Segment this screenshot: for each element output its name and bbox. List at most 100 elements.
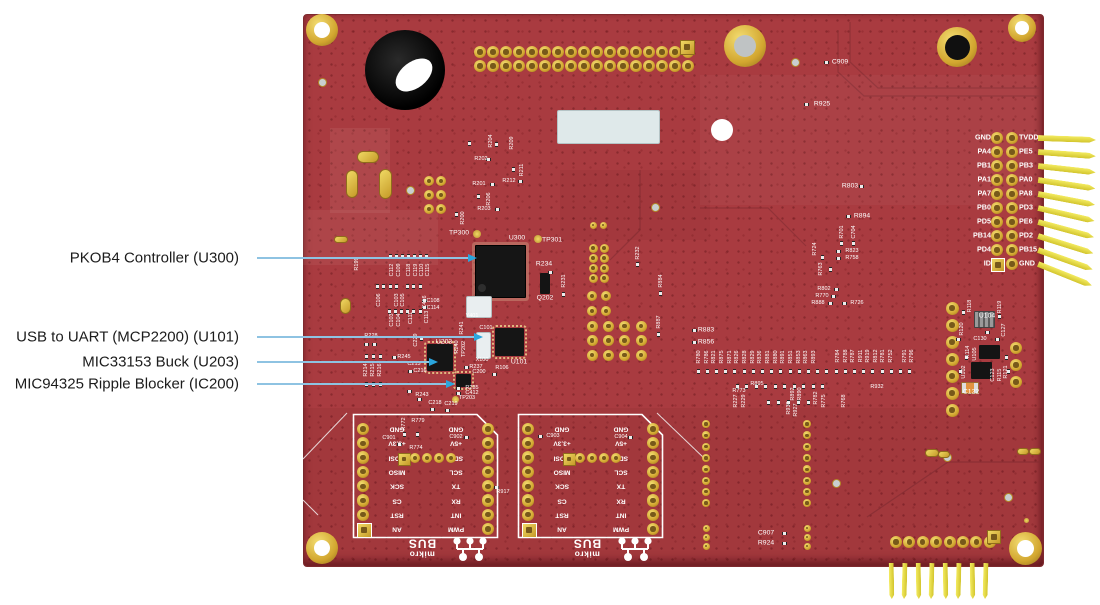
smd-component bbox=[880, 368, 884, 374]
pad-hole bbox=[704, 490, 708, 494]
smd-component bbox=[764, 383, 767, 389]
silk-label: R752 bbox=[887, 349, 894, 363]
pad-hole bbox=[591, 276, 595, 280]
silk-label: C218 bbox=[428, 399, 442, 406]
pad bbox=[643, 46, 655, 58]
socket-pin bbox=[481, 422, 495, 436]
silk-label: R215 bbox=[369, 363, 376, 377]
pad-hole bbox=[805, 535, 809, 539]
smd-component bbox=[862, 368, 866, 374]
pad-hole bbox=[503, 63, 509, 69]
pad-hole bbox=[949, 390, 955, 396]
silk-label: R791 bbox=[901, 349, 908, 363]
pad-hole bbox=[685, 63, 691, 69]
silk-label: C106 bbox=[375, 293, 382, 307]
pin-label: GND bbox=[1019, 259, 1036, 268]
pad-hole bbox=[949, 322, 955, 328]
pad-hole bbox=[360, 469, 366, 475]
mikrobus-logo-glyph bbox=[453, 537, 487, 561]
smd-component bbox=[766, 399, 770, 405]
silk-label: U203 bbox=[435, 337, 453, 346]
socket-center-pad bbox=[599, 453, 609, 463]
pad-hole bbox=[1016, 539, 1034, 557]
silk-label: R895 bbox=[750, 380, 764, 387]
silk-label: R779 bbox=[411, 417, 425, 424]
pad bbox=[588, 273, 598, 283]
pad-hole bbox=[516, 63, 522, 69]
pad-hole bbox=[568, 63, 574, 69]
header-pin bbox=[991, 216, 1003, 228]
pad-hole bbox=[606, 338, 611, 343]
smd-component bbox=[833, 287, 839, 291]
smd-component bbox=[835, 256, 841, 260]
callout-label: PKOB4 Controller (U300) bbox=[69, 249, 239, 267]
smd-component bbox=[463, 435, 469, 439]
pin-label: PB0 bbox=[976, 203, 991, 212]
silk-label: C200 bbox=[472, 368, 486, 375]
socket-outline-path bbox=[517, 413, 664, 539]
silk-label: R871 bbox=[726, 350, 733, 364]
pad-hole bbox=[490, 49, 496, 55]
silk-label: R917 bbox=[496, 488, 510, 495]
mikrobus-logo-glyph bbox=[618, 537, 652, 561]
silk-label: Y401 bbox=[465, 312, 479, 319]
silk-label: C123 bbox=[989, 368, 996, 382]
pad-hole bbox=[594, 49, 600, 55]
pad bbox=[702, 453, 710, 462]
silk-label: R796 bbox=[908, 349, 915, 363]
via bbox=[405, 185, 415, 195]
pad-hole bbox=[589, 352, 595, 358]
via bbox=[790, 57, 800, 67]
silk-label: R875 bbox=[718, 350, 725, 364]
silk-label: R114 bbox=[964, 345, 971, 359]
testpoint-pad bbox=[534, 235, 542, 243]
chip-u203 bbox=[424, 341, 456, 374]
silk-label: R826 bbox=[733, 350, 740, 364]
pad bbox=[890, 536, 902, 548]
silk-label: R821 bbox=[710, 350, 717, 364]
silk-label: R774 bbox=[409, 444, 423, 451]
pad bbox=[803, 431, 811, 440]
silk-label: R234 bbox=[535, 259, 553, 268]
silk-label: C122 bbox=[962, 387, 980, 396]
socket-pin bbox=[521, 508, 535, 521]
silk-label: R772 bbox=[400, 417, 407, 431]
smd-component bbox=[898, 368, 902, 374]
pad bbox=[803, 476, 811, 485]
pad-hole bbox=[1013, 345, 1019, 351]
socket-pin-label: RX bbox=[451, 497, 461, 505]
header-pin-lead bbox=[942, 563, 948, 599]
callout-arrowhead bbox=[429, 358, 438, 366]
silk-label: C216 bbox=[413, 367, 427, 374]
pad-hole bbox=[525, 426, 531, 432]
silk-label: C130 bbox=[973, 335, 987, 342]
smd-component bbox=[742, 368, 746, 374]
socket-center-pad bbox=[434, 453, 444, 463]
smd-component bbox=[691, 340, 697, 344]
pad-oval bbox=[925, 449, 939, 457]
pad-hole bbox=[893, 539, 899, 545]
smd-component bbox=[834, 368, 838, 374]
pad-hole bbox=[525, 512, 531, 518]
pad-hole bbox=[805, 501, 809, 505]
pad bbox=[578, 46, 590, 58]
pad-hole bbox=[638, 352, 644, 358]
smd-component bbox=[429, 407, 435, 411]
silk-label: C113 bbox=[423, 310, 430, 324]
pad bbox=[702, 442, 710, 451]
pad-hole bbox=[360, 454, 366, 461]
socket-pin bbox=[481, 465, 495, 479]
silk-label: U105 bbox=[971, 347, 978, 361]
pad-square bbox=[679, 39, 695, 55]
pad-hole bbox=[485, 454, 491, 461]
silk-label: R216 bbox=[376, 363, 383, 377]
smd-component bbox=[839, 240, 843, 246]
socket-outline bbox=[517, 413, 664, 539]
silk-label: R231 bbox=[560, 274, 567, 288]
socket-pin bbox=[521, 522, 537, 538]
silk-label: R781 bbox=[879, 349, 886, 363]
silk-label: TP301 bbox=[541, 235, 563, 244]
smd-component bbox=[658, 290, 662, 296]
pad-hole bbox=[581, 63, 587, 69]
